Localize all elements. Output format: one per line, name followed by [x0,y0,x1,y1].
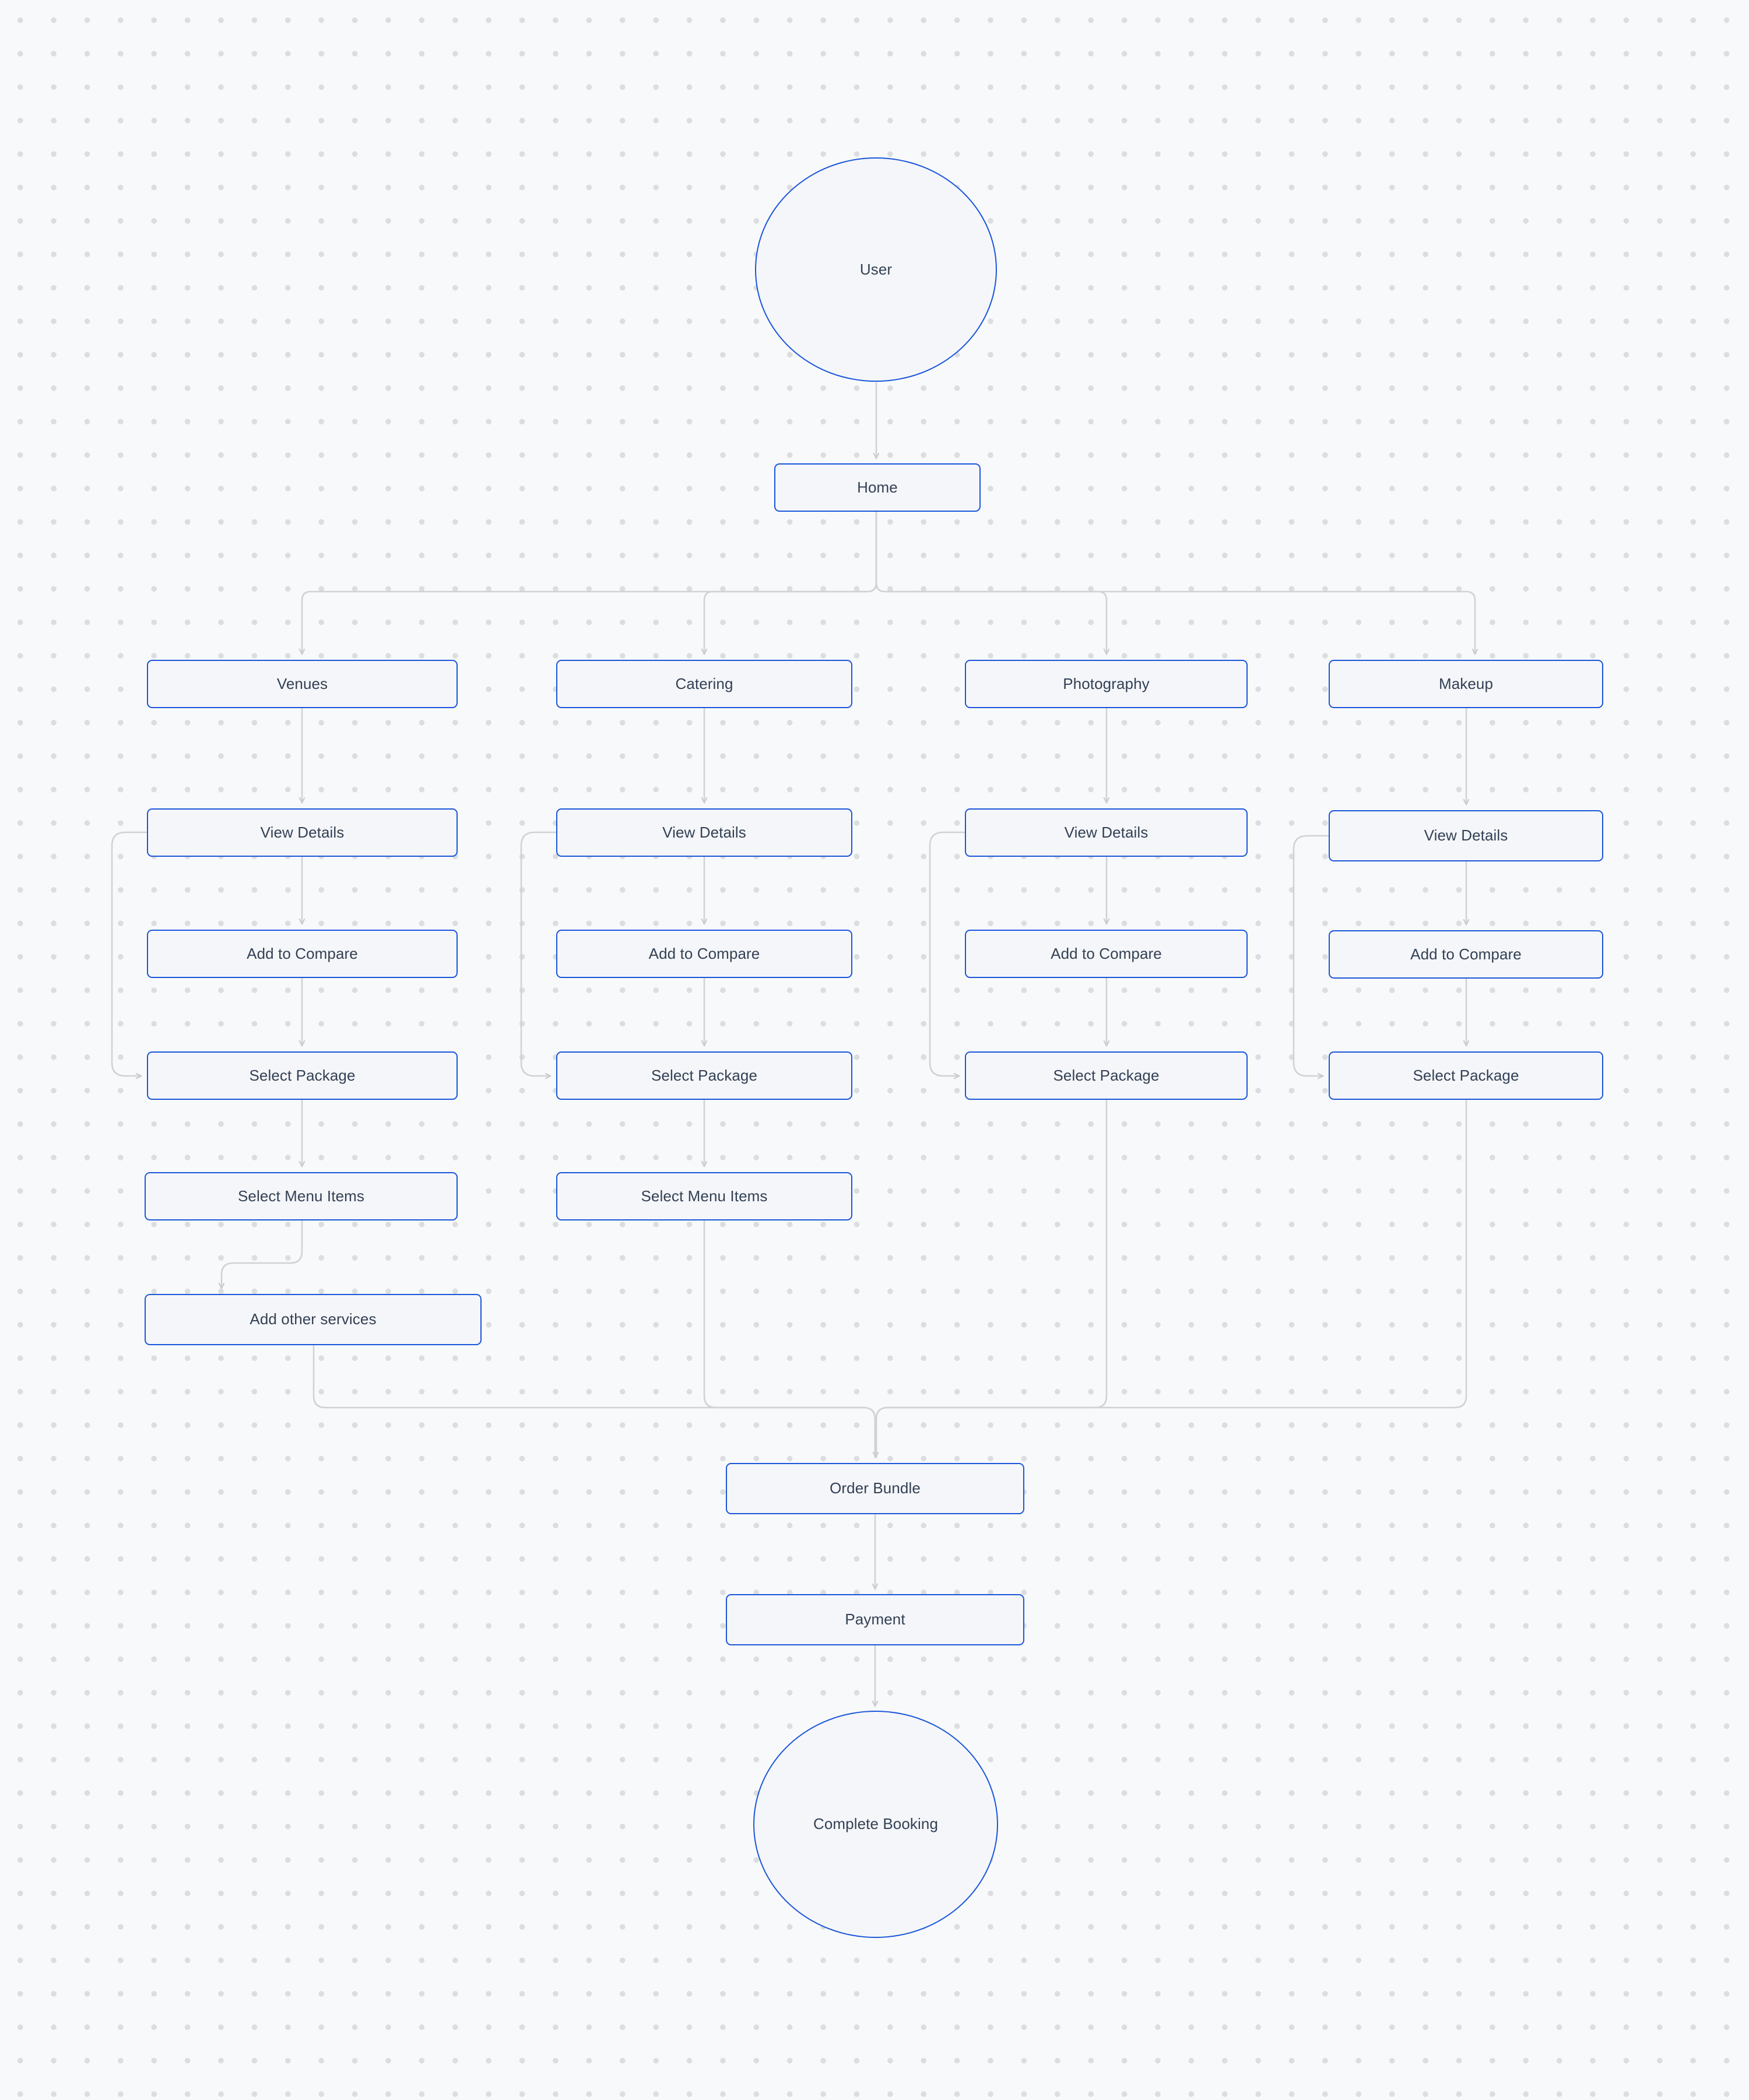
node-label: View Details [1064,823,1149,841]
edge-loop-viewdetails1-selectpackage1 [111,831,148,1076]
node-ac1[interactable]: Add to Compare [147,930,458,978]
node-sp1[interactable]: Select Package [147,1051,458,1100]
node-label: Add to Compare [1051,944,1162,962]
node-ac2[interactable]: Add to Compare [556,930,852,978]
node-user[interactable]: User [755,157,997,382]
node-label: Photography [1063,674,1150,692]
node-label: Order Bundle [830,1479,921,1497]
node-label: View Details [1424,826,1508,845]
node-vd1[interactable]: View Details [147,808,458,857]
node-vd2[interactable]: View Details [556,808,852,857]
node-home[interactable]: Home [774,463,981,512]
node-vd4[interactable]: View Details [1329,810,1603,861]
node-vd3[interactable]: View Details [965,808,1248,857]
node-label: Venues [276,674,328,692]
node-label: Select Package [1413,1066,1519,1084]
node-ac3[interactable]: Add to Compare [965,930,1248,978]
node-ac4[interactable]: Add to Compare [1329,930,1603,979]
node-label: Complete Booking [813,1815,939,1833]
node-label: Add other services [250,1310,377,1328]
edge-loop-viewdetails4-selectpackage4 [1293,835,1330,1076]
node-label: Add to Compare [247,944,358,962]
edge-home-makeup [875,511,1475,654]
node-label: Select Package [651,1066,758,1084]
edge-selectpackage3-orderbundle [875,1099,1108,1458]
node-label: Select Package [1053,1066,1160,1084]
node-label: View Details [260,823,345,841]
node-label: View Details [662,823,746,841]
node-smi2[interactable]: Select Menu Items [556,1172,852,1220]
node-sp2[interactable]: Select Package [556,1051,852,1100]
edge-loop-viewdetails2-selectpackage2 [520,831,557,1076]
edge-loop-viewdetails3-selectpackage3 [929,831,966,1076]
node-label: Add to Compare [1410,945,1522,963]
edge-home-catering [704,511,877,654]
node-label: Add to Compare [648,944,760,962]
edge-addotherservices-orderbundle [312,1344,876,1458]
edge-home-photography [875,511,1107,654]
node-complete[interactable]: Complete Booking [753,1711,998,1938]
node-sp4[interactable]: Select Package [1329,1051,1603,1100]
node-label: Payment [845,1610,905,1628]
node-orderbundle[interactable]: Order Bundle [726,1463,1024,1514]
node-smi1[interactable]: Select Menu Items [145,1172,458,1220]
edge-home-venues [302,511,877,654]
edge-selectmenuitems2-orderbundle [703,1219,876,1458]
node-label: Catering [675,674,733,692]
node-label: Select Package [249,1066,356,1084]
node-payment[interactable]: Payment [726,1594,1024,1645]
node-label: User [859,260,893,278]
node-photography[interactable]: Photography [965,660,1248,708]
node-label: Select Menu Items [641,1187,768,1205]
edge-selectpackage4-orderbundle [875,1099,1467,1458]
node-makeup[interactable]: Makeup [1329,660,1603,708]
node-sp3[interactable]: Select Package [965,1051,1248,1100]
edge-selectmenuitems1-addotherservices [222,1219,303,1288]
node-label: Home [857,478,898,496]
node-label: Select Menu Items [237,1187,364,1205]
node-addother[interactable]: Add other services [145,1294,482,1345]
node-catering[interactable]: Catering [556,660,852,708]
node-label: Makeup [1438,674,1494,692]
node-venues[interactable]: Venues [147,660,458,708]
